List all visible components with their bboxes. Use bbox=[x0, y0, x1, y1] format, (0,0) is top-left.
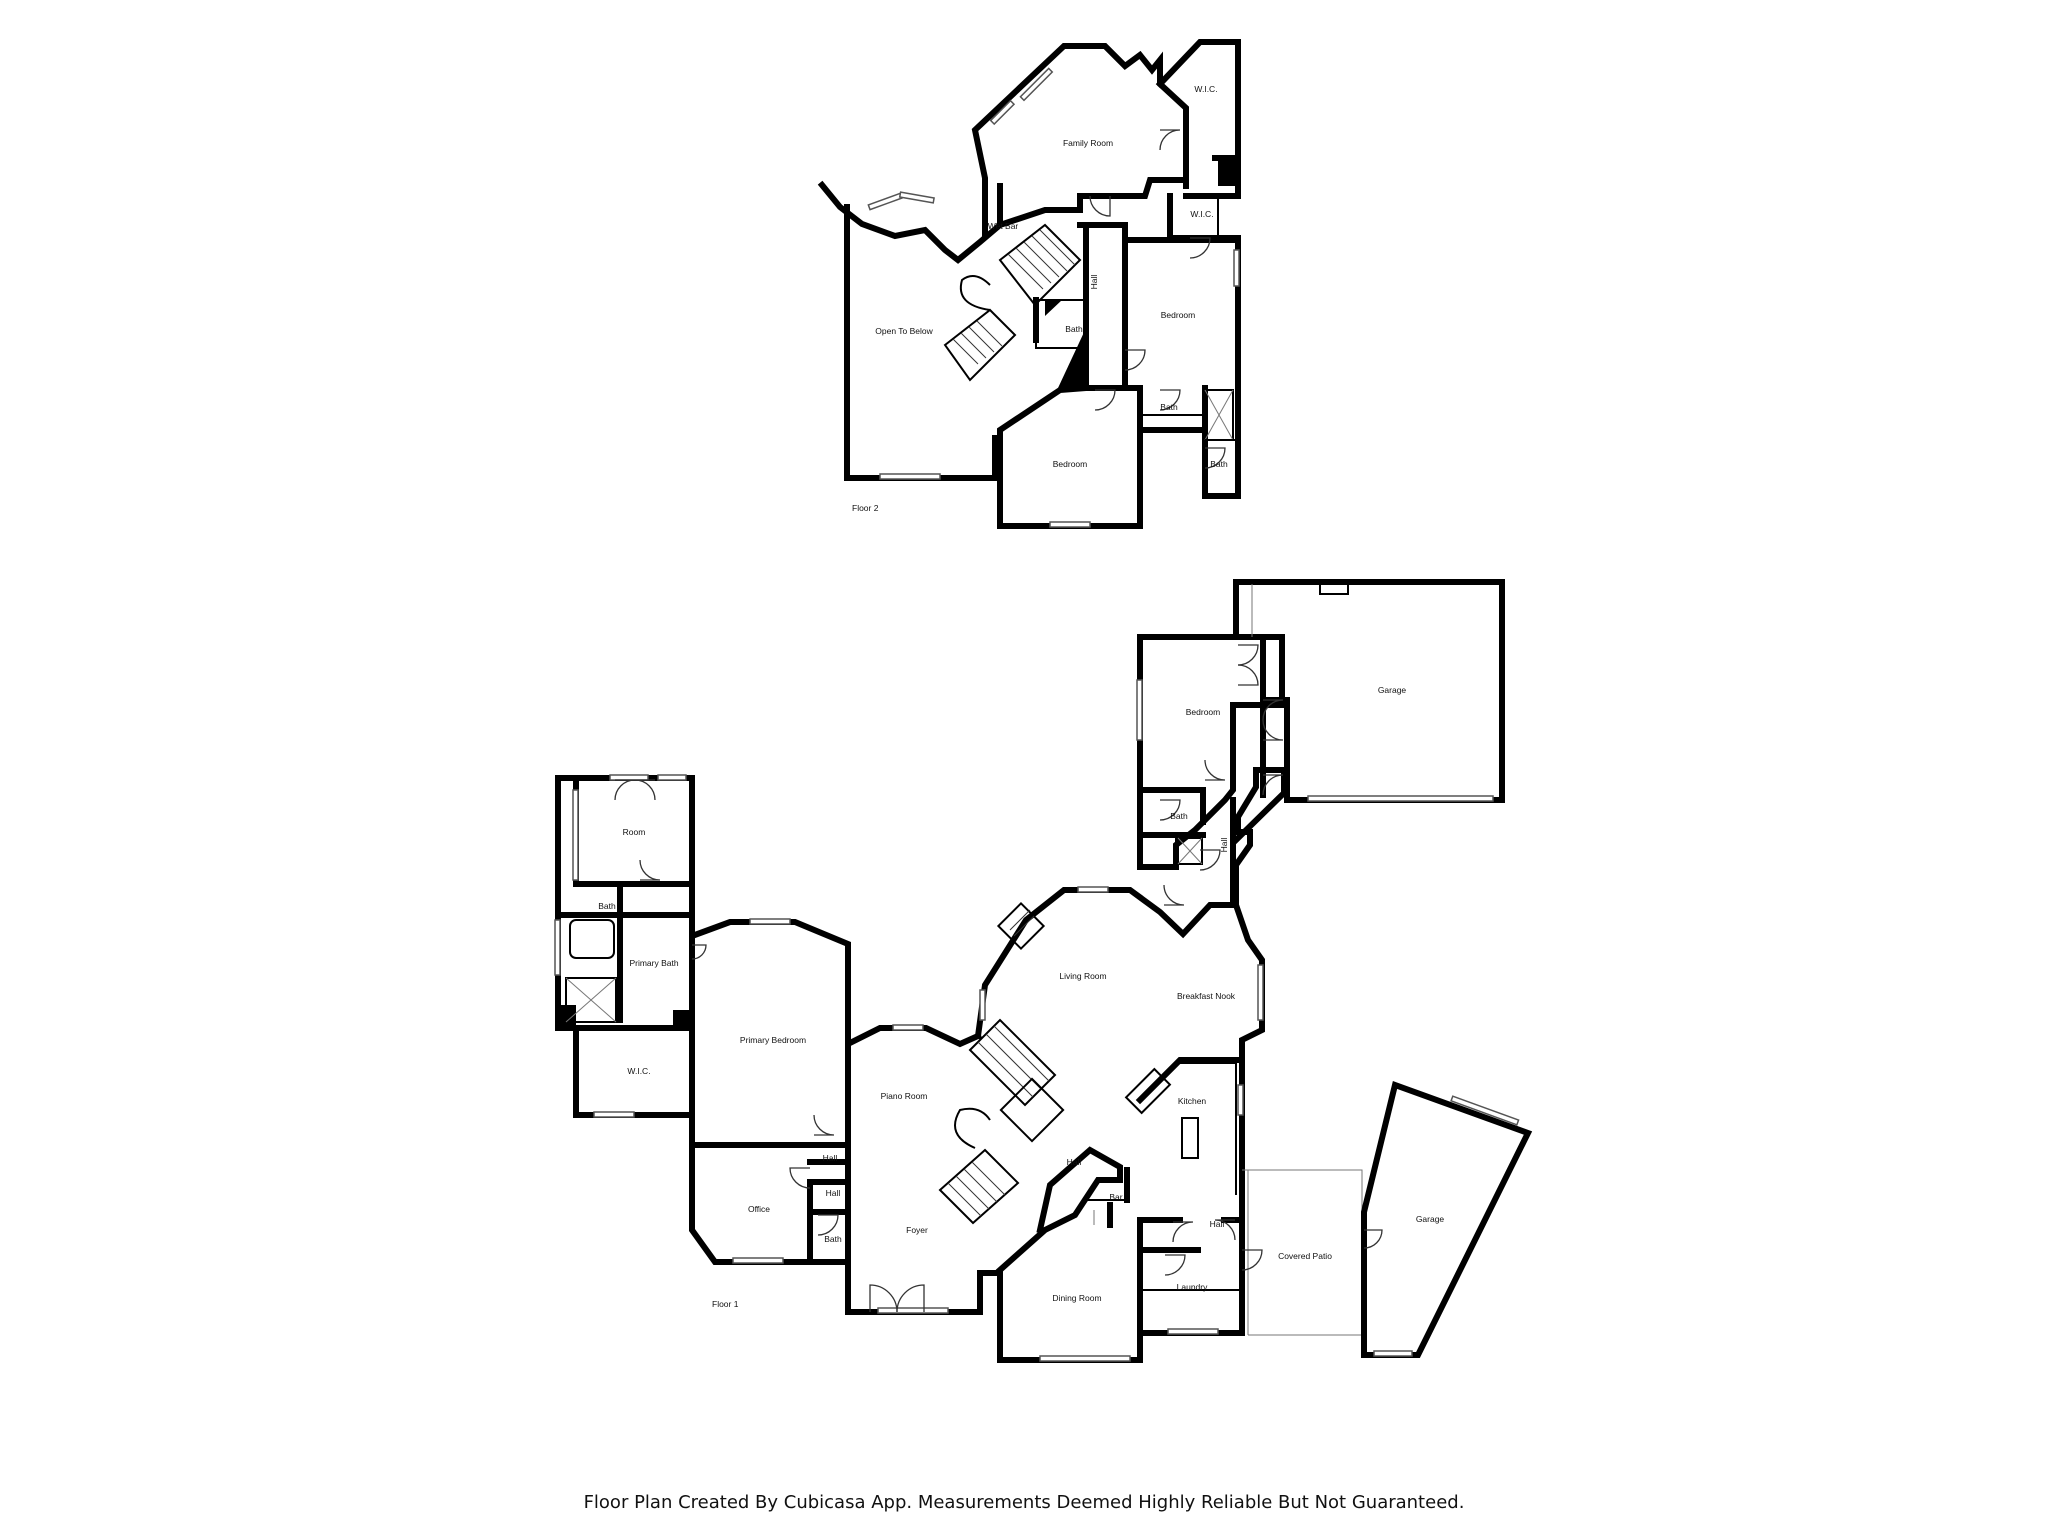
room-label: Hall bbox=[1089, 275, 1099, 290]
room-label: Bath bbox=[1065, 324, 1083, 334]
room-label: Bath bbox=[1170, 811, 1188, 821]
room-label: W.I.C. bbox=[1190, 209, 1213, 219]
room-label: Hall bbox=[1219, 838, 1229, 853]
room-label: Bath bbox=[1210, 459, 1228, 469]
room-label: Kitchen bbox=[1178, 1096, 1207, 1106]
room-label: Breakfast Nook bbox=[1177, 991, 1236, 1001]
room-label: Laundry bbox=[1177, 1282, 1208, 1292]
room-label: Bedroom bbox=[1161, 310, 1196, 320]
room-label: Hall bbox=[826, 1188, 841, 1198]
room-label: Dining Room bbox=[1052, 1293, 1101, 1303]
room-label: Bedroom bbox=[1053, 459, 1088, 469]
floor-2-stairs bbox=[943, 223, 1082, 382]
floor-1-plan: Room Bath Primary Bath W.I.C. Primary Be… bbox=[554, 579, 1533, 1363]
room-label: Primary Bedroom bbox=[740, 1035, 806, 1045]
floor-1-stairs bbox=[938, 901, 1065, 1225]
floor-label: Floor 1 bbox=[712, 1299, 739, 1309]
room-label: Hall bbox=[823, 1153, 838, 1163]
room-label: Piano Room bbox=[881, 1091, 928, 1101]
room-label: Hall bbox=[1067, 1157, 1082, 1167]
room-label: Primary Bath bbox=[629, 958, 678, 968]
room-label: W.I.C. bbox=[627, 1066, 650, 1076]
room-label: Bath bbox=[824, 1234, 842, 1244]
floor-2-plan: W.I.C. Family Room Wet Bar W.I.C. Hall B… bbox=[817, 39, 1241, 529]
disclaimer-note: Floor Plan Created By Cubicasa App. Meas… bbox=[583, 1492, 1465, 1513]
room-label: W.I.C. bbox=[1194, 84, 1217, 94]
room-label: Bedroom bbox=[1186, 707, 1221, 717]
room-label: Bar bbox=[1109, 1192, 1122, 1202]
room-label: Garage bbox=[1378, 685, 1407, 695]
room-label: Office bbox=[748, 1204, 770, 1214]
room-label: Hall bbox=[1210, 1219, 1225, 1229]
room-label: Family Room bbox=[1063, 138, 1113, 148]
room-label: Living Room bbox=[1059, 971, 1106, 981]
room-label: Foyer bbox=[906, 1225, 928, 1235]
room-label: Covered Patio bbox=[1278, 1251, 1332, 1261]
room-label: Open To Below bbox=[875, 326, 933, 336]
room-label: Room bbox=[623, 827, 646, 837]
room-label: Garage bbox=[1416, 1214, 1445, 1224]
room-label: Bath bbox=[1160, 402, 1178, 412]
room-label: Wet Bar bbox=[988, 221, 1019, 231]
floor-label: Floor 2 bbox=[852, 503, 879, 513]
room-label: Bath bbox=[598, 901, 616, 911]
